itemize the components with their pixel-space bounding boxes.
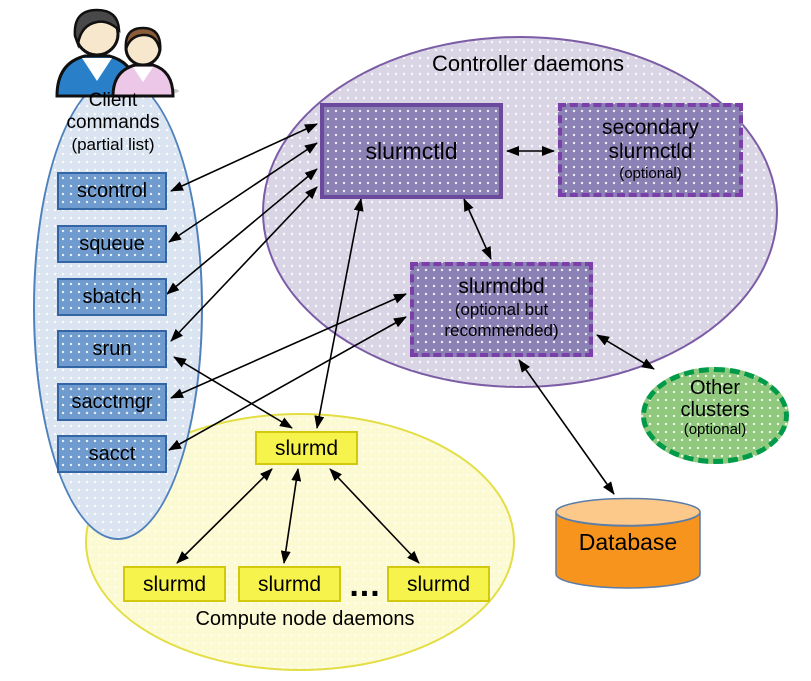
man-hair xyxy=(73,8,121,49)
slurmd-ellipsis: ... xyxy=(349,566,381,604)
other-clusters-label: Other clusters (optional) xyxy=(641,377,789,439)
secondary-line2: slurmctld xyxy=(608,140,693,163)
compute-group-title: Compute node daemons xyxy=(195,608,415,630)
edge-slurmdbd-otherclusters xyxy=(596,334,655,370)
database-cylinder xyxy=(555,497,701,589)
other-clusters-line2: clusters xyxy=(680,399,750,421)
man-shirt xyxy=(82,58,112,81)
edge-slurmd-node1 xyxy=(176,468,273,564)
secondary-line3: (optional) xyxy=(619,165,682,182)
client-group-title: Client commands (partial list) xyxy=(40,90,186,156)
woman-hair xyxy=(124,26,162,52)
node-slurmd-2: slurmd xyxy=(238,566,341,602)
node-slurmctld: slurmctld xyxy=(320,103,503,199)
edge-srun-slurmctld xyxy=(170,186,318,342)
edge-srun-slurmd xyxy=(173,356,293,429)
client-title-line3: (partial list) xyxy=(71,135,155,154)
edge-sbatch-slurmctld xyxy=(166,168,318,295)
edge-slurmdbd-database xyxy=(518,359,615,495)
slurmdbd-line1: slurmdbd xyxy=(458,275,545,298)
edge-slurmctld-slurmdbd xyxy=(463,198,492,260)
edge-slurmd-node2 xyxy=(280,468,302,564)
edge-sacct-slurmdbd xyxy=(168,316,407,451)
client-title-line1: Client xyxy=(88,90,138,111)
database-label: Database xyxy=(578,529,678,555)
node-squeue: squeue xyxy=(57,225,167,263)
node-sacctmgr: sacctmgr xyxy=(57,383,167,421)
node-srun: srun xyxy=(57,330,167,368)
node-slurmd-3: slurmd xyxy=(387,566,490,602)
other-clusters-line3: (optional) xyxy=(683,421,747,438)
node-slurmd-1: slurmd xyxy=(123,566,226,602)
other-clusters-line1: Other xyxy=(689,377,741,399)
node-slurmd-head: slurmd xyxy=(255,431,358,465)
node-scontrol: scontrol xyxy=(57,172,167,210)
client-title-line2: commands xyxy=(66,112,160,133)
secondary-line1: secondary xyxy=(602,116,699,139)
slurmdbd-line2: (optional but xyxy=(454,300,549,319)
woman-shirt xyxy=(133,67,153,82)
edge-slurmd-node3 xyxy=(329,468,420,564)
controller-group-title: Controller daemons xyxy=(432,51,624,76)
slurmdbd-line3: recommended) xyxy=(444,321,559,340)
database-top xyxy=(555,497,701,527)
node-sbatch: sbatch xyxy=(57,278,167,316)
node-slurmdbd: slurmdbd (optional but recommended) xyxy=(410,262,593,357)
other-clusters-ellipse xyxy=(641,367,789,464)
client-users-icon xyxy=(55,8,179,98)
node-secondary-slurmctld: secondary slurmctld (optional) xyxy=(558,103,743,197)
edge-slurmctld-slurmd xyxy=(314,198,364,429)
node-sacct: sacct xyxy=(57,435,167,473)
